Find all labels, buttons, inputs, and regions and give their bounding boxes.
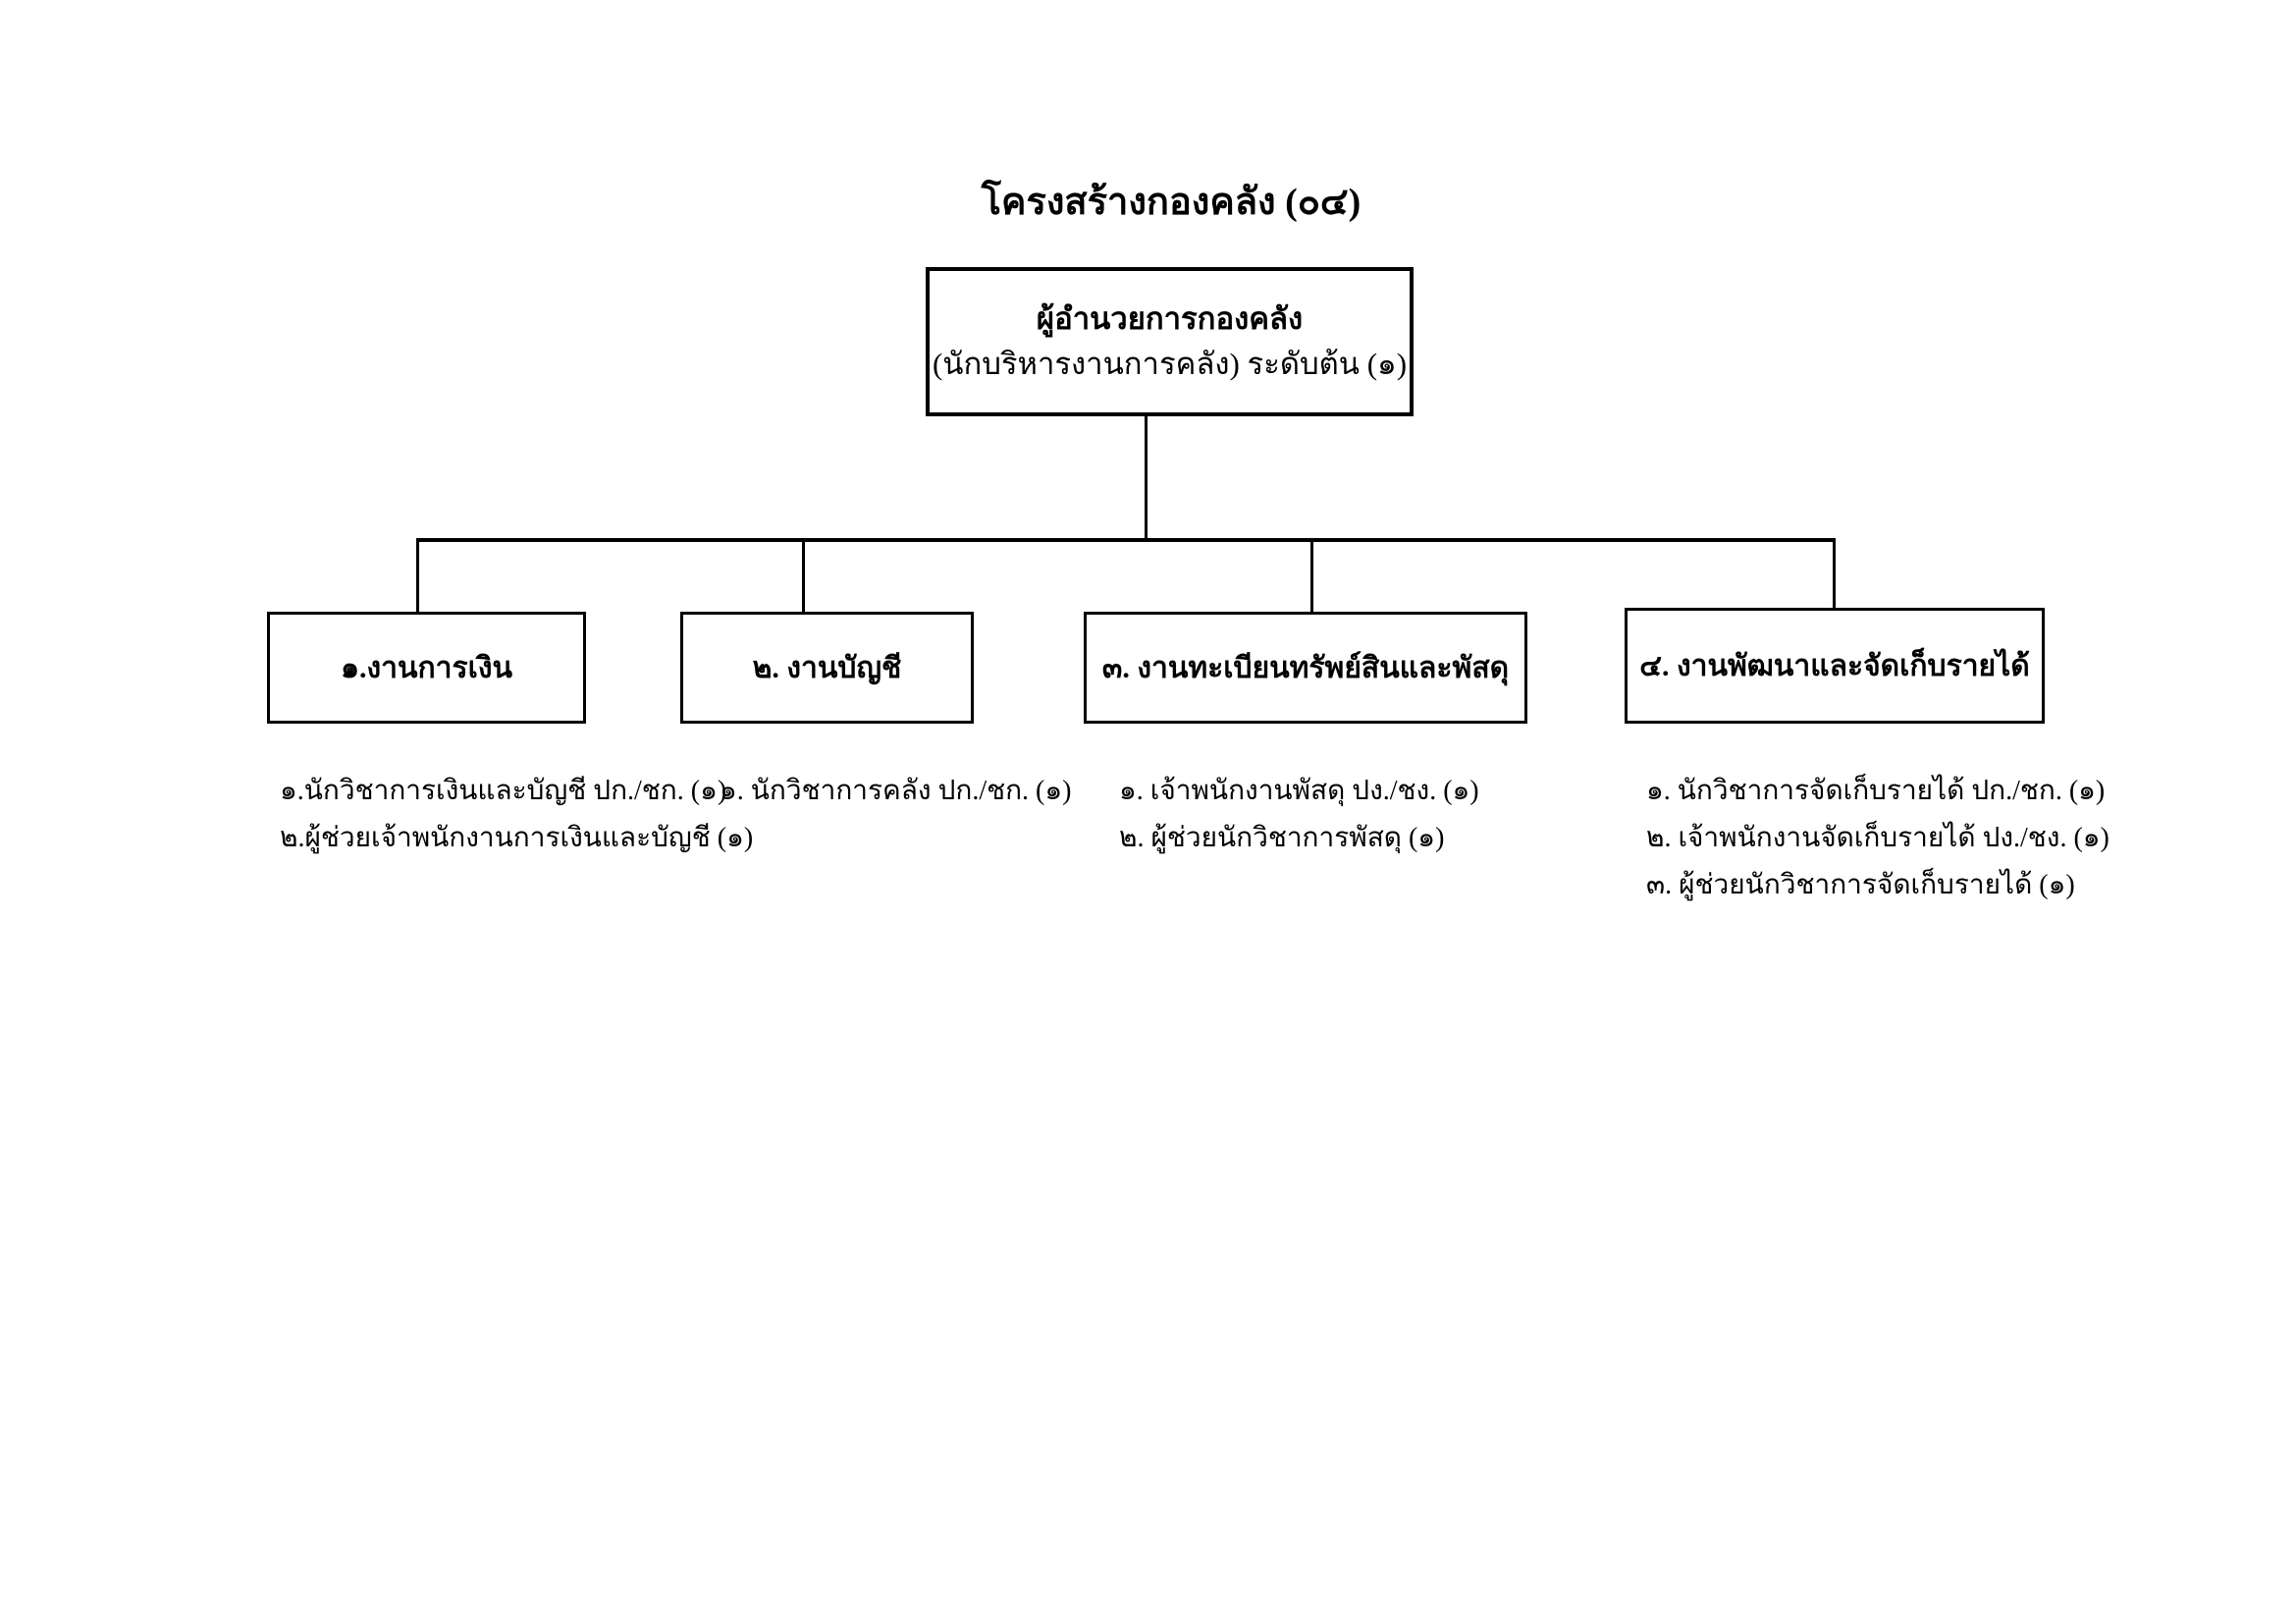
position-item: ๑. เจ้าพนักงานพัสดุ ปง./ชง. (๑) [1119, 776, 1479, 806]
connector-drop-dept-1 [416, 542, 419, 612]
connector-drop-dept-3 [1310, 542, 1313, 612]
position-item: ๒. ผู้ช่วยนักวิชาการพัสดุ (๑) [1119, 823, 1445, 853]
dept-box-asset-registry-supplies: ๓. งานทะเบียนทรัพย์สินและพัสดุ [1084, 612, 1527, 724]
position-item: ๒. เจ้าพนักงานจัดเก็บรายได้ ปง./ชง. (๑) [1646, 823, 2109, 853]
connector-drop-dept-4 [1833, 542, 1836, 608]
position-list-accounting: ๑. นักวิชาการคลัง ปก./ชก. (๑) [720, 768, 1071, 815]
dept-label: ๒. งานบัญชี [752, 651, 902, 684]
position-item: ๓. ผู้ช่วยนักวิชาการจัดเก็บรายได้ (๑) [1646, 870, 2075, 900]
position-item: ๑. นักวิชาการคลัง ปก./ชก. (๑) [720, 776, 1072, 806]
dept-box-finance: ๑.งานการเงิน [267, 612, 586, 724]
dept-label: ๓. งานทะเบียนทรัพย์สินและพัสดุ [1101, 651, 1510, 684]
position-list-finance: ๑.นักวิชาการเงินและบัญชี ปก./ชก. (๑) ๒.ผ… [280, 768, 753, 862]
root-box-subtitle: (นักบริหารงานการคลัง) ระดับต้น (๑) [932, 347, 1408, 381]
root-box-title: ผู้อำนวยการกองคลัง [1036, 301, 1304, 336]
dept-label: ๔. งานพัฒนาและจัดเก็บรายได้ [1639, 649, 2030, 682]
root-box-director: ผู้อำนวยการกองคลัง (นักบริหารงานการคลัง)… [926, 267, 1414, 416]
page-title: โครงสร้างกองคลัง (๐๔) [981, 182, 1362, 223]
connector-root-stem [1145, 416, 1148, 540]
dept-box-accounting: ๒. งานบัญชี [680, 612, 974, 724]
position-list-revenue-development-collection: ๑. นักวิชาการจัดเก็บรายได้ ปก./ชก. (๑) ๒… [1646, 768, 2109, 909]
dept-label: ๑.งานการเงิน [340, 651, 513, 684]
position-item: ๑. นักวิชาการจัดเก็บรายได้ ปก./ชก. (๑) [1646, 776, 2106, 806]
connector-drop-dept-2 [802, 542, 805, 612]
position-list-asset-registry-supplies: ๑. เจ้าพนักงานพัสดุ ปง./ชง. (๑) ๒. ผู้ช่… [1119, 768, 1479, 862]
dept-box-revenue-development-collection: ๔. งานพัฒนาและจัดเก็บรายได้ [1625, 608, 2045, 724]
position-item: ๑.นักวิชาการเงินและบัญชี ปก./ชก. (๑) [280, 776, 727, 806]
position-item: ๒.ผู้ช่วยเจ้าพนักงานการเงินและบัญชี (๑) [280, 823, 754, 853]
connector-horizontal-bar [416, 538, 1836, 542]
